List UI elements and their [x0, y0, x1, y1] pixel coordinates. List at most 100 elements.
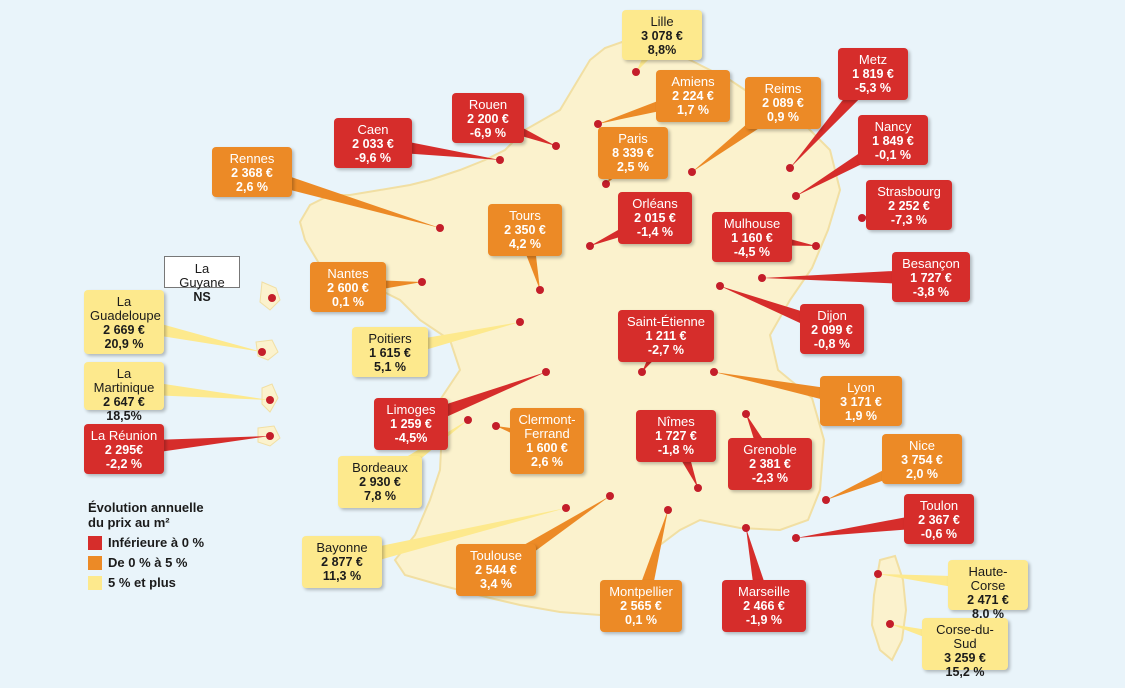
city-dot-reunion — [266, 432, 274, 440]
city-name: Mulhouse — [723, 216, 781, 231]
city-change: 5,1 % — [374, 360, 406, 374]
city-name: Marseille — [737, 584, 790, 599]
city-change: -4,5 % — [733, 245, 771, 259]
legend-swatch-red — [88, 535, 102, 550]
city-price: 1 160 € — [731, 231, 773, 245]
city-name: Nantes — [327, 266, 369, 281]
city-dot-toulon — [792, 534, 800, 542]
city-change: 15,2 % — [945, 665, 985, 679]
city-change: 1,7 % — [677, 103, 709, 117]
city-price: 2 647 € — [103, 395, 145, 409]
city-change: 8,8% — [647, 43, 677, 57]
city-price: 2 015 € — [634, 211, 676, 225]
city-dot-dijon — [716, 282, 724, 290]
city-price: 2 930 € — [359, 475, 401, 489]
city-name: Nice — [908, 438, 935, 453]
city-price: 1 849 € — [872, 134, 914, 148]
city-dot-martinique — [266, 396, 274, 404]
city-dot-nantes — [418, 278, 426, 286]
city-change: -4,5% — [394, 431, 428, 445]
city-dot-orleans — [586, 242, 594, 250]
city-change: 2,6 % — [236, 180, 268, 194]
city-dot-montpellier — [664, 506, 672, 514]
city-change: 0,1 % — [332, 295, 364, 309]
city-change: -1,9 % — [745, 613, 783, 627]
city-change: 3,4 % — [480, 577, 512, 591]
city-change: -2,7 % — [647, 343, 685, 357]
city-change: -1,4 % — [636, 225, 674, 239]
city-price: 2 471 € — [967, 593, 1009, 607]
city-price: 2 200 € — [467, 112, 509, 126]
city-price: 2 544 € — [475, 563, 517, 577]
city-name: Toulon — [919, 498, 959, 513]
city-name: Amiens — [671, 74, 715, 89]
city-dot-nancy — [792, 192, 800, 200]
city-price: 2 252 € — [888, 199, 930, 213]
city-name: Nîmes — [657, 414, 695, 429]
city-change: -2,3 % — [751, 471, 789, 485]
city-price: 1 819 € — [852, 67, 894, 81]
legend-label: De 0 % à 5 % — [108, 555, 188, 570]
city-price: 2 033 € — [352, 137, 394, 151]
city-price: 1 259 € — [390, 417, 432, 431]
city-change: 2,5 % — [617, 160, 649, 174]
city-dot-lyon — [710, 368, 718, 376]
city-dot-caen — [496, 156, 504, 164]
city-price: 1 727 € — [655, 429, 697, 443]
city-dot-tours — [536, 286, 544, 294]
city-change: -9,6 % — [354, 151, 392, 165]
city-name: Clermont-Ferrand — [518, 412, 576, 441]
pointer-bayonne — [340, 508, 566, 570]
city-name: Lille — [650, 14, 674, 29]
city-price: 1 211 € — [645, 329, 687, 343]
legend-item-high: 5 % et plus — [88, 575, 278, 590]
city-change: -3,8 % — [912, 285, 950, 299]
city-dot-amiens — [594, 120, 602, 128]
city-price: 2 295€ — [104, 443, 144, 457]
city-name: Dijon — [817, 308, 847, 323]
city-name: La Martinique — [93, 366, 155, 395]
legend-label: Inférieure à 0 % — [108, 535, 205, 550]
city-change: 0,1 % — [625, 613, 657, 627]
city-change: 2,0 % — [906, 467, 938, 481]
city-dot-nice — [822, 496, 830, 504]
city-name: Lyon — [847, 380, 875, 395]
france-mainland — [298, 40, 842, 617]
city-change: 11,3 % — [322, 569, 362, 583]
city-name: Metz — [858, 52, 888, 67]
city-price: 3 078 € — [641, 29, 683, 43]
city-dot-toulouse — [606, 492, 614, 500]
legend-item-low: De 0 % à 5 % — [88, 555, 278, 570]
city-name: La Réunion — [90, 428, 158, 443]
legend: Évolution annuelle du prix au m² Inférie… — [88, 500, 278, 590]
city-name: Rouen — [468, 97, 508, 112]
legend-swatch-orange — [88, 555, 102, 570]
city-change: 18,5% — [106, 409, 142, 423]
city-change: -0,8 % — [813, 337, 851, 351]
city-name: Grenoble — [743, 442, 797, 457]
legend-label: 5 % et plus — [108, 575, 176, 590]
city-name: Limoges — [386, 402, 436, 417]
city-name: Toulouse — [469, 548, 523, 563]
